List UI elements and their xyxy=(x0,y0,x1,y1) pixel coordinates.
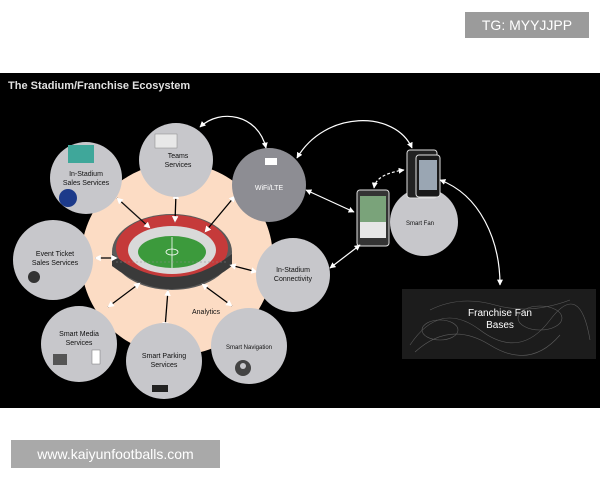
label-wifi: WiFi/LTE xyxy=(255,185,284,192)
label-event-ticket-2: Sales Services xyxy=(32,260,79,267)
car-icon xyxy=(152,385,168,392)
label-connectivity-2: Connectivity xyxy=(274,276,313,283)
connector-lines xyxy=(199,115,503,286)
tg-watermark: TG: MYYJJPP xyxy=(465,12,589,38)
node-connectivity xyxy=(256,238,330,312)
router-icon xyxy=(265,158,277,165)
phone-icon xyxy=(91,349,101,365)
label-media-2: Services xyxy=(66,340,93,347)
label-teams-2: Services xyxy=(165,162,192,169)
fan-bases-label-2: Bases xyxy=(486,320,514,331)
phone-devices xyxy=(356,149,441,247)
stadium-arrows xyxy=(94,192,258,329)
node-wifi-lte xyxy=(232,148,306,222)
ticket-icon xyxy=(28,271,40,283)
label-smart-fan: Smart Fan xyxy=(406,221,434,227)
label-parking-2: Services xyxy=(151,362,178,369)
label-navigation: Smart Navigation xyxy=(226,345,272,351)
register-icon xyxy=(68,145,94,163)
label-parking-1: Smart Parking xyxy=(142,353,186,360)
teams-icon xyxy=(154,133,178,149)
node-smart-navigation xyxy=(211,308,287,384)
label-connectivity-1: In-Stadium xyxy=(276,267,310,274)
node-smart-parking xyxy=(126,323,202,399)
label-event-ticket-1: Event Ticket xyxy=(36,251,74,258)
label-in-stadium-sales-2: Sales Services xyxy=(63,180,110,187)
stadium-illustration xyxy=(112,214,232,290)
franchise-fan-bases-panel: Franchise Fan Bases xyxy=(402,289,596,359)
node-icons xyxy=(28,133,277,392)
world-map-graphic xyxy=(409,299,591,356)
globe-icon xyxy=(59,189,77,207)
label-media-1: Smart Media xyxy=(59,331,99,338)
label-teams-1: Teams xyxy=(168,153,189,160)
analytics-label: Analytics xyxy=(192,309,221,316)
media-icon xyxy=(53,354,67,365)
url-watermark: www.kaiyunfootballs.com xyxy=(11,440,220,468)
fan-bases-label-1: Franchise Fan xyxy=(468,308,532,319)
diagram-title: The Stadium/Franchise Ecosystem xyxy=(8,80,190,92)
label-in-stadium-sales-1: In-Stadium xyxy=(69,171,103,178)
